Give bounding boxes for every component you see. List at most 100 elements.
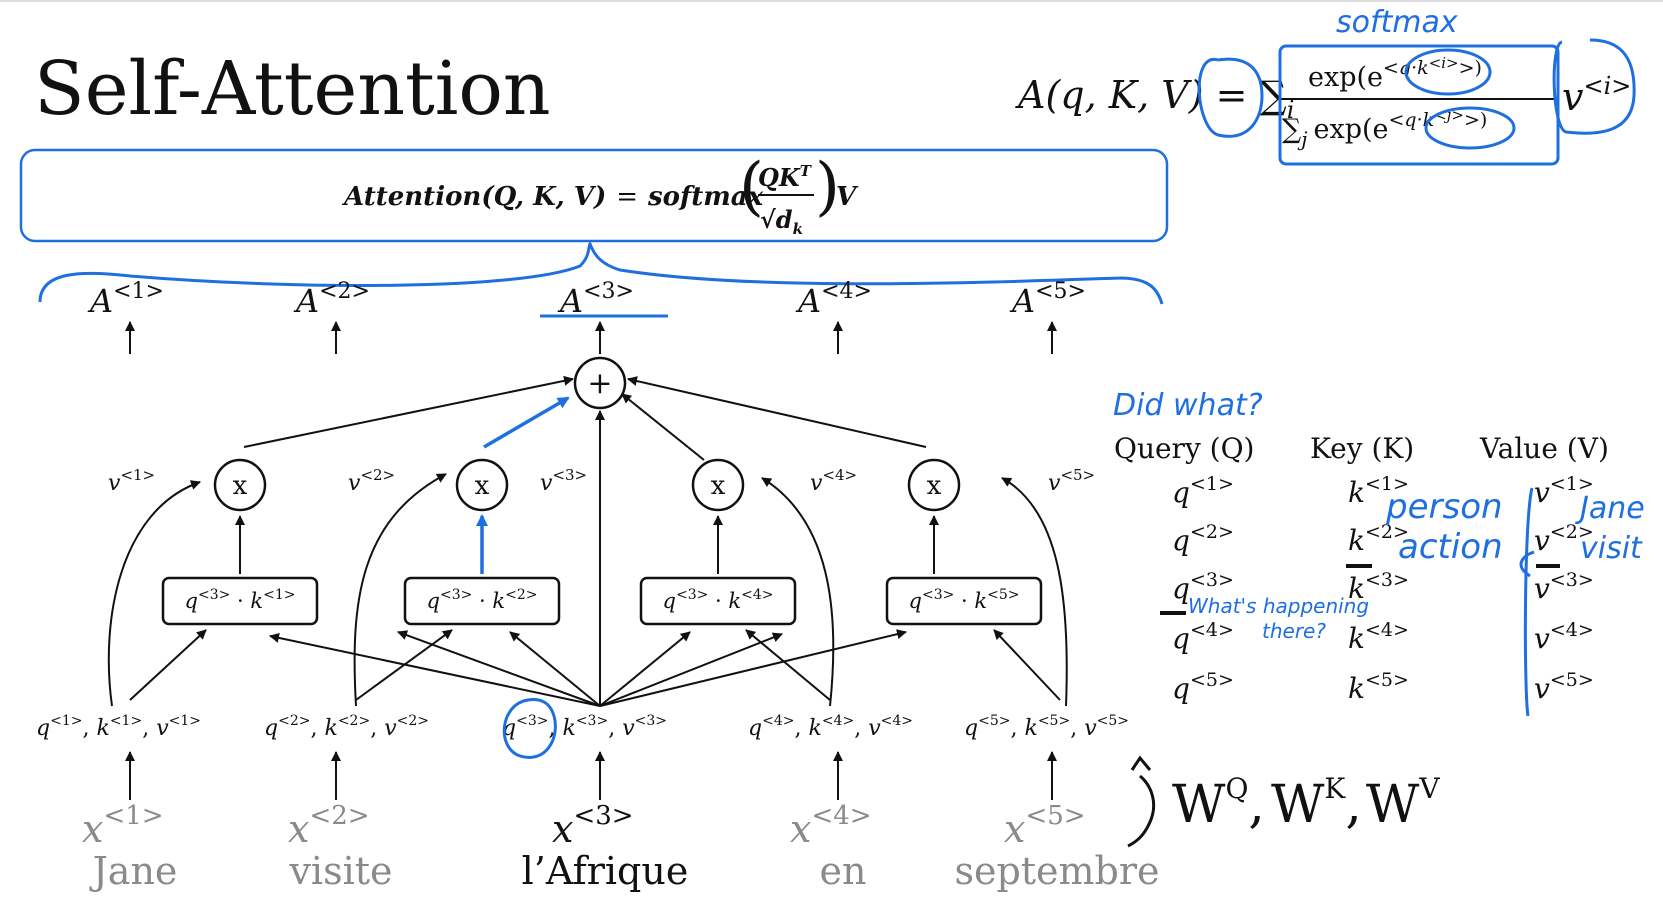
edge-mult3-sum	[621, 393, 705, 461]
svg-text:Jane: Jane	[1575, 491, 1645, 526]
edge-q3-box4	[599, 629, 907, 707]
table-cell-q-4: q<4>	[1172, 619, 1234, 655]
input-x-4: x<4>	[790, 801, 872, 851]
multiply-symbol-3: x	[711, 471, 726, 501]
output-a-2: A<2>	[293, 279, 370, 320]
table-header-2: Key (K)	[1310, 432, 1414, 465]
output-a-1: A<1>	[87, 279, 164, 320]
v-label-4: v<4>	[810, 466, 857, 496]
edge-q3-box2b	[397, 630, 601, 707]
table-ink-annotations: person action Jane visit What's happenin…	[1160, 487, 1645, 717]
table-cell-k-2: k<2>	[1348, 521, 1409, 557]
svg-text:QKT: QKT	[758, 162, 813, 192]
svg-text:there?: there?	[1262, 619, 1326, 643]
svg-text:Attention(Q, K, V)=softmax: Attention(Q, K, V)=softmax	[341, 182, 764, 212]
edge-q3-box2	[509, 631, 601, 707]
qkv-table: Query (Q)Key (K)Value (V)q<1>k<1>v<1>q<2…	[1114, 432, 1609, 705]
svg-text:√dk: √dk	[760, 205, 803, 238]
qkv-row-2: q<2>, k<2>, v<2>	[264, 713, 429, 741]
table-cell-q-5: q<5>	[1172, 669, 1234, 705]
softmax-annotation: softmax	[1336, 5, 1458, 40]
edge-v2-mult2	[353, 473, 447, 707]
svg-text:): )	[815, 150, 840, 224]
svg-text:V: V	[836, 182, 859, 212]
edge-q3-box1	[269, 632, 601, 707]
input-word-3: l’Afrique	[522, 849, 689, 893]
brace-annotation	[38, 240, 1164, 305]
table-cell-q-3: q<3>	[1172, 569, 1234, 605]
svg-text:action: action	[1398, 527, 1503, 567]
table-header-1: Query (Q)	[1114, 432, 1254, 465]
attention-formula-box: Attention(Q, K, V)=softmax ( QKT √dk ) V	[19, 148, 1169, 243]
multiply-node-3	[691, 458, 745, 512]
svg-text:WQ,WK,WV: WQ,WK,WV	[1172, 772, 1440, 835]
edge-v1-mult1	[107, 480, 201, 707]
outputs-row: A<1> A<2> A<3> A<4> A<5>	[87, 279, 1086, 354]
multiply-symbol-1: x	[233, 471, 248, 501]
qkv-row-5: q<5>, k<5>, v<5>	[964, 713, 1129, 741]
svg-text:+: +	[587, 366, 612, 401]
dot-product-label-4: q<3> · k<5>	[909, 587, 1020, 613]
edge-k4-box3	[745, 629, 831, 701]
input-x-5: x<5>	[1004, 801, 1086, 851]
sum-node: +	[573, 356, 627, 410]
dot-product-box-1	[161, 576, 319, 626]
weights-annotation: WQ,WK,WV	[1127, 755, 1440, 848]
edge-q3-box3	[599, 631, 691, 707]
output-a-5: A<5>	[1009, 279, 1086, 320]
table-cell-v-3: v<3>	[1534, 569, 1594, 605]
v-label-2: v<2>	[348, 466, 395, 496]
output-a-3: A<3>	[557, 279, 634, 320]
svg-text:exp(e<q·k<i>>): exp(e<q·k<i>>)	[1308, 54, 1482, 93]
output-a-4: A<4>	[795, 279, 872, 320]
qkv-row-1: q<1>, k<1>, v<1>	[36, 713, 201, 741]
multiply-node-4	[907, 458, 961, 512]
v-label-1: v<1>	[108, 466, 155, 496]
svg-text:v<i>: v<i>	[1562, 72, 1631, 119]
table-cell-q-1: q<1>	[1172, 473, 1234, 509]
qkv-row-4: q<4>, k<4>, v<4>	[748, 713, 913, 741]
table-cell-v-5: v<5>	[1534, 669, 1594, 705]
edge-q3-box3b	[599, 632, 783, 707]
dot-product-box-2	[403, 576, 561, 626]
table-header-3: Value (V)	[1479, 432, 1609, 465]
table-cell-k-4: k<4>	[1348, 619, 1409, 655]
input-word-1: Jane	[89, 849, 178, 893]
edge-k2-box2	[355, 629, 453, 701]
edge-mult4-sum	[627, 376, 927, 448]
edge-k1-box1	[129, 629, 207, 701]
dot-product-label-1: q<3> · k<1>	[185, 587, 296, 613]
svg-text:visit: visit	[1580, 531, 1643, 566]
table-cell-v-4: v<4>	[1534, 619, 1594, 655]
slide-title: Self-Attention	[34, 46, 551, 132]
dot-product-label-2: q<3> · k<2>	[427, 587, 538, 613]
edge-v5-mult4	[1001, 477, 1068, 707]
edge-k5-box4	[993, 629, 1061, 701]
qkv-row-3: q<3>, k<3>, v<3>	[502, 713, 667, 741]
svg-text:(: (	[739, 150, 764, 224]
table-cell-k-1: k<1>	[1348, 473, 1409, 509]
multiply-node-1	[213, 458, 267, 512]
table-cell-v-1: v<1>	[1534, 473, 1594, 509]
input-word-4: en	[820, 849, 867, 893]
edge-mult2-sum	[483, 396, 570, 449]
input-word-2: visite	[288, 849, 392, 893]
svg-text:person: person	[1385, 487, 1503, 527]
input-x-2: x<2>	[288, 801, 370, 851]
did-what-annotation: Did what?	[1113, 388, 1263, 423]
q3-ink-circle	[502, 698, 557, 759]
svg-text:A(q, K, V) = ∑i: A(q, K, V) = ∑i	[1015, 73, 1294, 124]
dot-product-label-3: q<3> · k<4>	[663, 587, 774, 613]
edge-v4-mult3	[761, 477, 835, 707]
table-cell-k-3: k<3>	[1348, 569, 1409, 605]
dot-product-box-3	[639, 576, 797, 626]
input-x-3: x<3>	[552, 801, 634, 851]
dot-product-box-4	[885, 576, 1043, 626]
v-label-5: v<5>	[1048, 466, 1095, 496]
formula-ink-annotations	[1197, 38, 1636, 166]
table-cell-v-2: v<2>	[1534, 521, 1594, 557]
